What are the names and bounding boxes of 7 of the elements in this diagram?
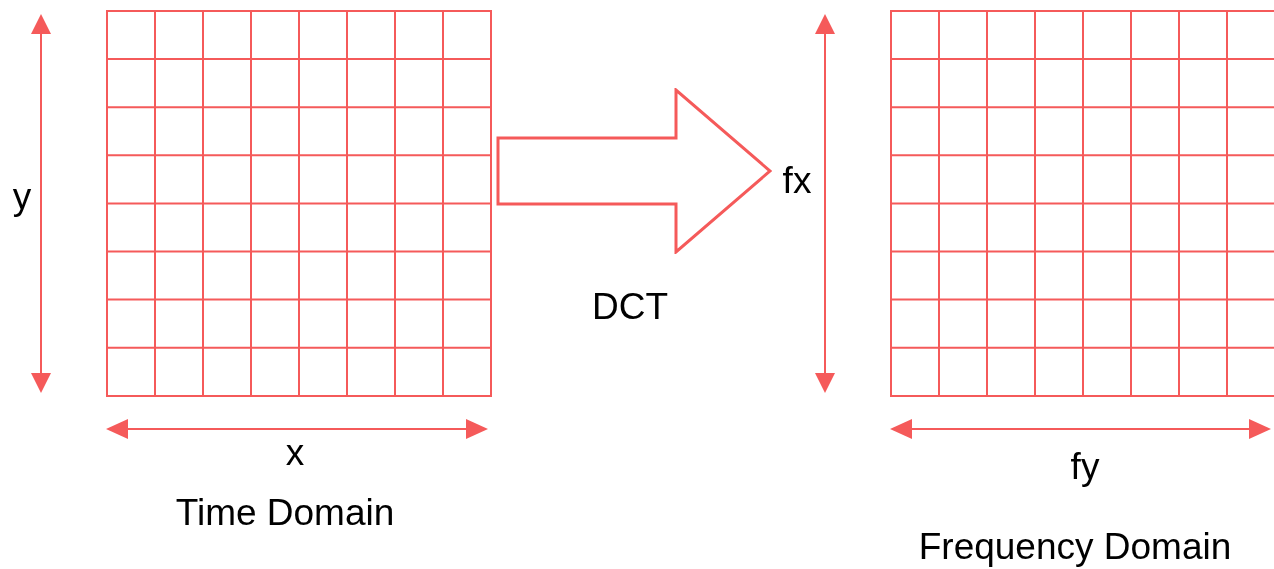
- axis-label: x: [285, 434, 305, 471]
- axis-label: fx: [782, 162, 812, 199]
- axis-label: fy: [1070, 448, 1100, 485]
- panel-caption: Time Domain: [175, 494, 395, 531]
- axis-label: y: [12, 178, 32, 215]
- edge-label: DCT: [592, 288, 668, 325]
- panel-caption: Frequency Domain: [918, 528, 1232, 565]
